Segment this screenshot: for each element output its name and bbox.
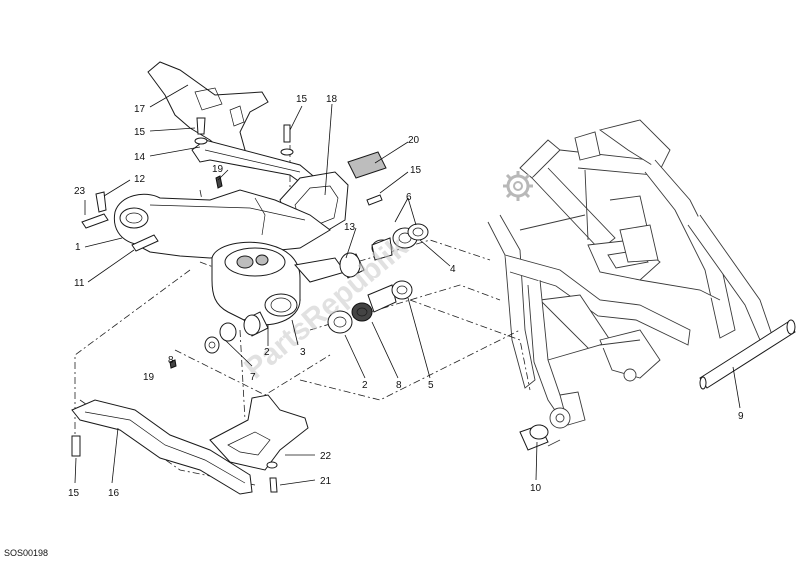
- gear-icon: [503, 171, 533, 201]
- callout-labels: 17 15 15 18 14 20 19 12 23 15 6 13 1 4 1…: [68, 94, 744, 499]
- callout-19: 19: [143, 372, 155, 383]
- callout-13: 13: [344, 222, 356, 233]
- callout-17: 17: [134, 104, 146, 115]
- callout-2: 2: [264, 347, 270, 358]
- callout-5: 5: [428, 380, 434, 391]
- callout-15: 15: [296, 94, 308, 105]
- callout-7: 7: [250, 372, 256, 383]
- callout-4: 4: [450, 264, 456, 275]
- callout-19: 19: [212, 164, 224, 175]
- callout-15: 15: [68, 488, 80, 499]
- callout-15: 15: [410, 165, 422, 176]
- callout-20: 20: [408, 135, 420, 146]
- bushing-left: [204, 311, 269, 354]
- motorcycle-frame: [487, 119, 773, 447]
- fasteners: [81, 117, 383, 369]
- bracket-22: [209, 394, 309, 493]
- callout-3: 3: [300, 347, 306, 358]
- callout-2: 2: [362, 380, 368, 391]
- drawing-code: SOS00198: [4, 548, 48, 558]
- lower-chain-guard: [71, 399, 253, 495]
- bearing-stack-upper: [339, 223, 429, 279]
- callout-22: 22: [320, 451, 332, 462]
- callout-21: 21: [320, 476, 332, 487]
- callout-1: 1: [75, 242, 81, 253]
- callout-11: 11: [74, 278, 85, 289]
- spacer-10: [519, 424, 549, 451]
- callout-9: 9: [738, 411, 744, 422]
- bearing-stack-lower: [327, 280, 413, 334]
- swingarm: [113, 189, 346, 326]
- callout-23: 23: [74, 186, 86, 197]
- callout-8: 8: [168, 355, 174, 366]
- callout-15: 15: [134, 127, 146, 138]
- leader-lines: [74, 84, 741, 486]
- callout-14: 14: [134, 152, 146, 163]
- callout-18: 18: [326, 94, 338, 105]
- callout-12: 12: [134, 174, 146, 185]
- sticker-20: [347, 151, 387, 179]
- chain-guard: [147, 61, 269, 159]
- pivot-shaft: [699, 319, 796, 390]
- callout-16: 16: [108, 488, 120, 499]
- callout-8: 8: [396, 380, 402, 391]
- callout-6: 6: [406, 192, 412, 203]
- callout-10: 10: [530, 483, 542, 494]
